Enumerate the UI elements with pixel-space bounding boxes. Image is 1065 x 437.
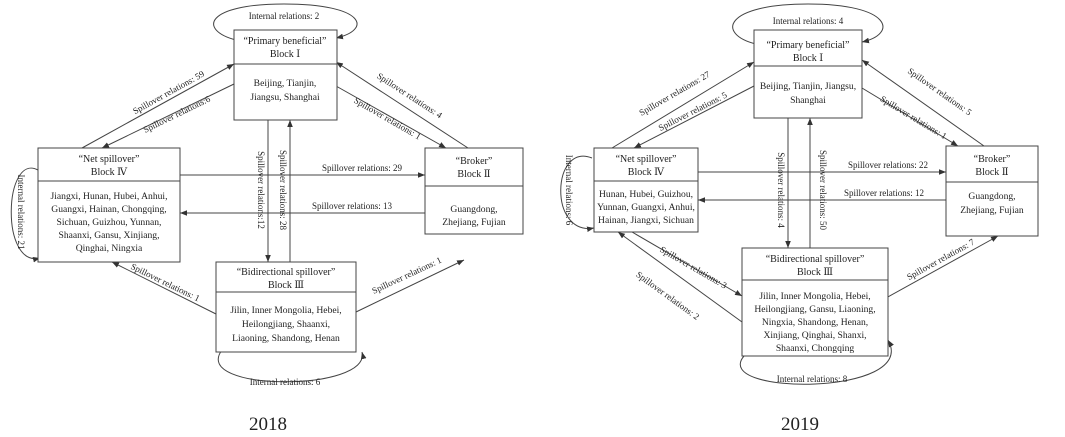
diagram-2018: “Primary beneficial” Block Ⅰ Beijing, Ti… xyxy=(10,3,524,435)
block-4-2019: “Net spillover” Block Ⅳ Hunan, Hubei, Gu… xyxy=(593,147,699,233)
block-members: Zhejiang, Fujian xyxy=(960,205,1024,216)
arrow-b4-to-b1 xyxy=(81,63,235,149)
arrow-b1-to-b4 xyxy=(633,85,755,149)
internal-label-b1: Internal relations: 2 xyxy=(249,11,319,21)
edge-label-b2-b4: Spillover relations: 12 xyxy=(844,188,924,198)
internal-loop-b4 xyxy=(560,155,595,232)
block-members: Hunan, Hubei, Guizhou, xyxy=(599,189,693,200)
block-members: Sichuan, Guizhou, Yunnan, xyxy=(57,217,162,228)
edge-label-b2-b4: Spillover relations: 13 xyxy=(312,201,392,211)
block-role: “Primary beneficial” xyxy=(766,40,849,51)
internal-label-b3: Internal relations: 6 xyxy=(250,377,321,387)
block-members: Jilin, Inner Mongolia, Hebei, xyxy=(759,291,870,302)
edge-label-b3-b4: Spillover relations: 2 xyxy=(634,269,701,321)
internal-label-b1: Internal relations: 4 xyxy=(773,16,844,26)
internal-label-b4: Internal relations: 6 xyxy=(564,155,574,226)
block-members: Xinjiang, Qinghai, Shanxi, xyxy=(763,330,866,341)
block-4-2018: “Net spillover” Block Ⅳ Jiangxi, Hunan, … xyxy=(37,147,181,263)
block-role: “Broker” xyxy=(456,156,493,167)
block-members: Shanghai xyxy=(790,95,826,106)
edge-label-b3-b1: Spillover relations: 28 xyxy=(278,150,288,230)
arrow-b1-to-b4 xyxy=(101,83,235,149)
block-role: “Net spillover” xyxy=(616,154,677,165)
block-members: Heilongjiang, Gansu, Liaoning, xyxy=(754,304,875,315)
arrow-b2-to-b1 xyxy=(861,59,985,147)
block-members: Guangdong, xyxy=(968,191,1015,202)
block-role: “Broker” xyxy=(974,154,1011,165)
block-3-2018: “Bidirectional spillover” Block Ⅲ Jilin,… xyxy=(215,261,357,353)
block-members: Jiangsu, Shanghai xyxy=(250,92,320,103)
arrow-b4-to-b1 xyxy=(611,61,755,149)
internal-label-b4: Internal relations: 21 xyxy=(16,175,26,250)
block-role: “Bidirectional spillover” xyxy=(237,267,336,278)
block-members: Beijing, Tianjin, xyxy=(254,78,317,89)
block-members: Ningxia, Shandong, Henan, xyxy=(762,317,868,328)
block-name: Block Ⅳ xyxy=(628,167,665,178)
edge-label-b4-b2: Spillover relations: 29 xyxy=(322,163,402,173)
internal-loop-b3 xyxy=(740,339,894,385)
internal-loop-b4 xyxy=(10,167,41,263)
block-1-2019: “Primary beneficial” Block Ⅰ Beijing, Ti… xyxy=(753,29,863,119)
block-members: Jiangxi, Hunan, Hubei, Anhui, xyxy=(51,191,168,202)
internal-loop-b1 xyxy=(732,3,884,45)
block-2-2019: “Broker” Block Ⅱ Guangdong, Zhejiang, Fu… xyxy=(945,145,1039,237)
edge-label-b1-b3: Spillover relations: 4 xyxy=(776,152,786,228)
edge-label-b3-b4: Spillover relations: 1 xyxy=(129,261,201,303)
internal-label-b3: Internal relations: 8 xyxy=(777,374,848,384)
edge-label-b1-b2: Spillover relations: 1 xyxy=(879,94,949,141)
block-name: Block Ⅲ xyxy=(268,280,304,291)
block-name: Block Ⅱ xyxy=(457,169,490,180)
block-members: Shaanxi, Gansu, Xinjiang, xyxy=(59,230,160,241)
year-label-2019: 2019 xyxy=(781,414,819,435)
block-members: Qinghai, Ningxia xyxy=(76,243,143,254)
block-members: Guangxi, Hainan, Chongqing, xyxy=(51,204,166,215)
arrow-b4-to-b3 xyxy=(631,231,743,297)
block-members: Yunnan, Guangxi, Anhui, xyxy=(597,202,695,213)
block-name: Block Ⅰ xyxy=(793,53,823,64)
arrow-b1-to-b2 xyxy=(861,87,959,147)
block-role: “Primary beneficial” xyxy=(243,36,326,47)
block-members: Shaanxi, Chongqing xyxy=(776,343,855,354)
internal-loop-b1 xyxy=(213,3,358,41)
block-members: Liaoning, Shandong, Henan xyxy=(232,333,340,344)
block-name: Block Ⅱ xyxy=(975,167,1008,178)
edge-label-b2-b1: Spillover relations: 5 xyxy=(906,66,974,118)
internal-loop-b3 xyxy=(217,349,367,383)
arrow-b3-to-b4 xyxy=(111,261,217,315)
diagram-2019: “Primary beneficial” Block Ⅰ Beijing, Ti… xyxy=(560,3,1039,435)
year-label-2018: 2018 xyxy=(249,414,287,435)
edge-label-b4-b2: Spillover relations: 22 xyxy=(848,160,928,170)
block-members: Hainan, Jiangxi, Sichuan xyxy=(598,215,694,226)
block-role: “Net spillover” xyxy=(79,154,140,165)
block-members: Beijing, Tianjin, Jiangsu, xyxy=(760,81,856,92)
arrow-b3-to-b4 xyxy=(617,231,743,323)
block-3-2019: “Bidirectional spillover” Block Ⅲ Jilin,… xyxy=(741,247,889,357)
block-name: Block Ⅳ xyxy=(91,167,128,178)
block-members: Jilin, Inner Mongolia, Hebei, xyxy=(230,305,341,316)
block-role: “Bidirectional spillover” xyxy=(766,254,865,265)
arrow-b3-to-b2 xyxy=(885,235,999,299)
block-name: Block Ⅰ xyxy=(270,49,300,60)
edge-label-b3-b1: Spillover relations: 50 xyxy=(818,150,828,230)
block-2-2018: “Broker” Block Ⅱ Guangdong, Zhejiang, Fu… xyxy=(424,147,524,235)
edge-label-b3-b2: Spillover relations: 7 xyxy=(905,236,976,282)
block-members: Zhejiang, Fujian xyxy=(442,217,506,228)
arrow-b2-to-b1 xyxy=(335,61,469,149)
block-name: Block Ⅲ xyxy=(797,267,833,278)
arrow-b3-to-b2 xyxy=(355,259,465,313)
edge-label-b4-b3: Spillover relations: 3 xyxy=(658,244,729,291)
arrow-b1-to-b2 xyxy=(335,85,447,149)
edge-label-b1-b3: Spillover relations:12 xyxy=(256,151,266,229)
block-1-2018: “Primary beneficial” Block Ⅰ Beijing, Ti… xyxy=(233,29,338,121)
block-members: Heilongjiang, Shaanxi, xyxy=(242,319,330,330)
block-members: Guangdong, xyxy=(450,204,497,215)
